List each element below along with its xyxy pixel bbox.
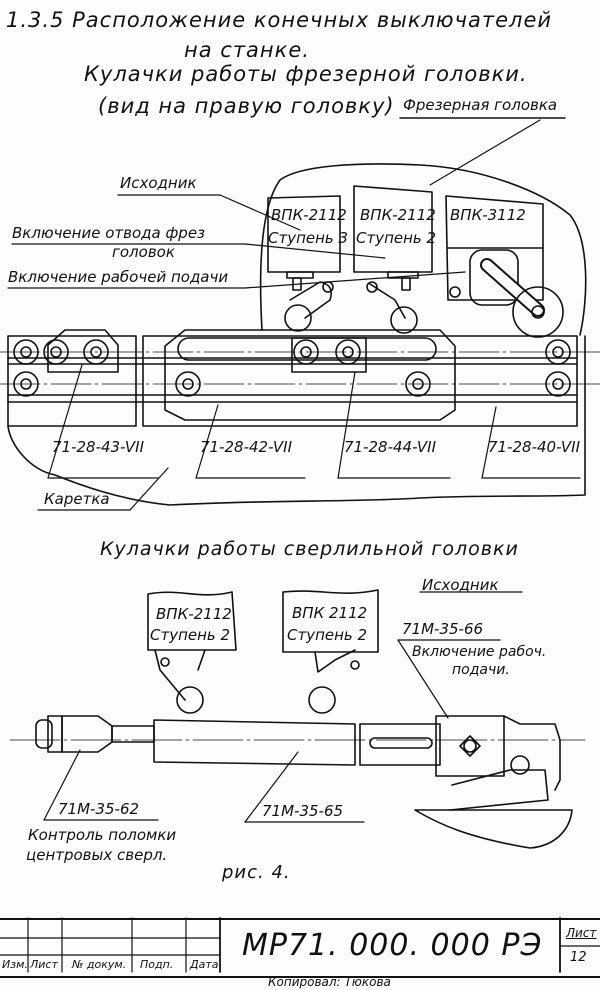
sheet-number: 12 <box>570 950 587 965</box>
document-number: МР71. 000. 000 РЭ <box>242 928 543 963</box>
switch-2-stage: Ступень 2 <box>356 229 437 247</box>
drill-switch-2-stage: Ступень 2 <box>287 626 368 644</box>
leader-head <box>429 119 541 186</box>
section-title-line2: на станке. <box>184 38 310 62</box>
part-label: 71-28-43-VII <box>52 438 144 456</box>
switch-box-2 <box>353 185 433 273</box>
drill-callout-feed-line2: подачи. <box>452 662 510 678</box>
callout-carriage: Каретка <box>44 490 110 508</box>
copied-by: Копировал: Тюкова <box>268 975 391 989</box>
drilling-heading: Кулачки работы сверлильной головки <box>100 538 519 560</box>
switch-1-model: ВПК-2112 <box>271 206 347 224</box>
section-title-line1: Расположение конечных выключателей <box>72 8 553 32</box>
cam-42 <box>164 329 456 421</box>
drill-roller-1 <box>176 686 204 714</box>
drill-part-label: 71М-35-66 <box>402 620 484 638</box>
callout-retract: Включение отвода фрез <box>12 224 206 242</box>
callout-initial: Исходник <box>120 174 197 192</box>
drill-callout-feed: Включение рабоч. <box>412 644 547 660</box>
drill-rod-2 <box>359 723 441 766</box>
drill-switch-box-2 <box>282 589 379 653</box>
drill-switch-box-1 <box>147 591 237 651</box>
drill-switch-1-stage: Ступень 2 <box>150 626 231 644</box>
drill-part-label: 71М-35-65 <box>262 802 344 820</box>
title-block: Изм. Лист № докум. Подп. Дата МР71. 000.… <box>0 918 600 978</box>
carriage-outline <box>7 335 586 506</box>
switch-1-stage: Ступень 3 <box>268 229 349 247</box>
drill-callout-break: Контроль поломки <box>28 826 177 844</box>
section-title: 1.3.5 Расположение конечных выключателей <box>6 8 552 32</box>
drill-callout-initial: Исходник <box>422 576 499 594</box>
drill-rod <box>153 719 356 766</box>
figure-caption: рис. 4. <box>222 862 291 883</box>
switch-2-model: ВПК-2112 <box>360 206 436 224</box>
col-date: Дата <box>190 958 219 971</box>
rail-main <box>142 335 578 427</box>
rail-left <box>7 335 137 427</box>
switch-box-3 <box>445 195 544 301</box>
cam-43 <box>47 329 119 373</box>
milling-heading: Кулачки работы фрезерной головки. <box>84 62 528 86</box>
milling-head-outline <box>259 163 587 336</box>
milling-head-label: Фрезерная головка <box>403 96 558 114</box>
callout-retract-line2: головок <box>112 243 175 261</box>
drill-roller-2 <box>308 686 336 714</box>
part-label: 71-28-40-VII <box>488 438 580 456</box>
callout-feed: Включение рабочей подачи <box>8 268 229 286</box>
sheet-label: Лист <box>566 926 597 940</box>
drill-block <box>435 715 505 777</box>
col-signature: Подп. <box>140 958 174 971</box>
drill-callout-break-line2: центровых сверл. <box>26 846 168 864</box>
roller-3 <box>512 286 564 338</box>
drill-switch-2-model: ВПК 2112 <box>292 604 368 622</box>
col-change: Изм. <box>2 958 28 971</box>
section-number: 1.3.5 <box>6 8 65 32</box>
roller-2 <box>390 306 418 334</box>
drill-part-label: 71М-35-62 <box>58 800 140 818</box>
col-doc-number: № докум. <box>72 958 127 971</box>
switch-3-model: ВПК-3112 <box>450 206 526 224</box>
col-sheet: Лист <box>30 958 58 971</box>
drill-switch-1-model: ВПК-2112 <box>156 605 232 623</box>
part-label: 71-28-42-VII <box>200 438 292 456</box>
roller-1 <box>284 304 312 332</box>
cam-44 <box>291 337 367 373</box>
switch-box-1 <box>267 195 341 273</box>
part-label: 71-28-44-VII <box>344 438 436 456</box>
milling-subheading: (вид на правую головку) <box>98 94 395 118</box>
